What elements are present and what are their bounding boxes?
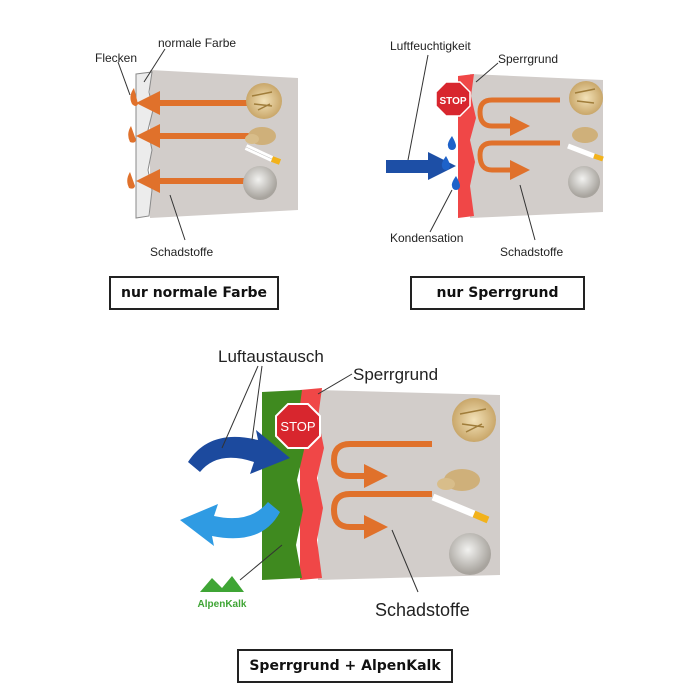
wall-block: [318, 390, 500, 580]
stop-sign-icon: STOP: [435, 81, 471, 117]
dust-cloud-icon: [572, 127, 598, 143]
caption-primer-alpenkalk: Sperrgrund + AlpenKalk: [237, 649, 453, 683]
wood-particle-icon: [569, 81, 603, 115]
brand-name: AlpenKalk: [198, 599, 247, 610]
pollutant-u-arrows: [330, 441, 432, 539]
wood-particle-icon: [246, 83, 282, 119]
label-normal-paint: normale Farbe: [158, 36, 236, 50]
pollutant-u-arrows: [477, 97, 560, 180]
wood-particle-icon: [452, 398, 496, 442]
alpenkalk-logo-icon: AlpenKalk: [198, 576, 247, 610]
dust-cloud-icon: [245, 127, 276, 145]
leader-lines: [407, 54, 536, 241]
panel-primer-alpenkalk: STOP AlpenKalk Luft: [180, 347, 500, 620]
cigarette-icon: [567, 143, 604, 162]
leader-lines: [221, 365, 419, 593]
stop-sign-icon: STOP: [275, 403, 321, 449]
label-stains: Flecken: [95, 51, 137, 65]
dust-cloud-icon: [437, 469, 480, 491]
label-primer: Sperrgrund: [498, 52, 558, 66]
cigarette-icon: [244, 144, 282, 165]
label-air-exchange: Luftaustausch: [218, 347, 324, 366]
mold-spore-icon: [243, 166, 277, 200]
stop-sign-text: STOP: [439, 96, 466, 107]
label-condensation: Kondensation: [390, 231, 463, 245]
mold-spore-icon: [449, 533, 491, 575]
panel-normal-paint: Flecken normale Farbe Schadstoffe: [95, 36, 298, 259]
stain-marks: [127, 88, 138, 189]
label-pollutants: Schadstoffe: [500, 245, 563, 259]
caption-primer-only: nur Sperrgrund: [410, 276, 585, 310]
stop-sign-text: STOP: [280, 419, 315, 434]
label-primer: Sperrgrund: [353, 365, 438, 384]
panel-primer-only: STOP Luftfeuchtigkeit Sperrgrund Kondens…: [386, 39, 604, 259]
label-pollutants: Schadstoffe: [375, 600, 470, 620]
pollutant-arrows: [136, 91, 250, 193]
mold-spore-icon: [568, 166, 600, 198]
cigarette-icon: [431, 493, 490, 524]
caption-normal-paint: nur normale Farbe: [109, 276, 279, 310]
water-drop-icon: [441, 136, 460, 190]
label-humidity: Luftfeuchtigkeit: [390, 39, 471, 53]
label-pollutants: Schadstoffe: [150, 245, 213, 259]
leader-lines: [117, 48, 186, 241]
air-exchange-arrows: [180, 430, 290, 546]
